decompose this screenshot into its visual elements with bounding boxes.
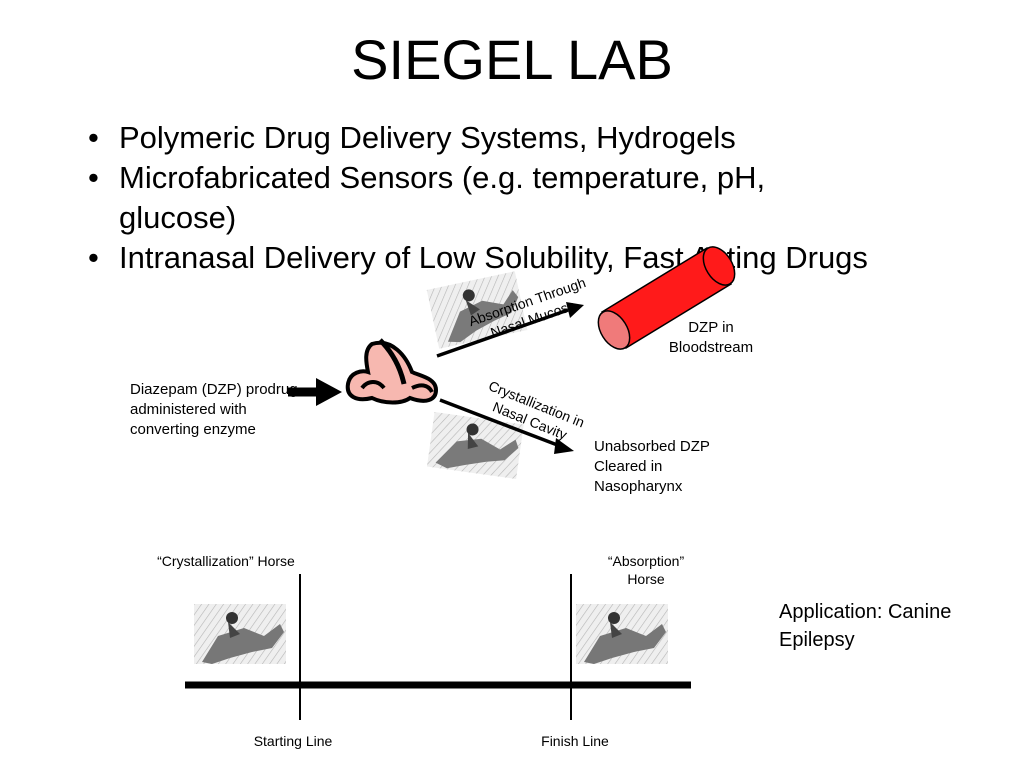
horse-jockey-image <box>576 604 668 664</box>
horse-jockey-image <box>426 271 528 349</box>
race-track <box>185 574 691 720</box>
nose-icon <box>345 338 439 405</box>
arrow-icon <box>288 378 342 406</box>
bullet-item: Intranasal Delivery of Low Solubility, F… <box>88 238 988 278</box>
cleared-label: Unabsorbed DZP Cleared in Nasopharynx <box>594 438 710 495</box>
bullet-item: Polymeric Drug Delivery Systems, Hydroge… <box>88 118 988 158</box>
starting-line-label: Starting Line <box>253 733 333 749</box>
absorption-horse-label: “Absorption” Horse <box>607 553 685 587</box>
blood-vessel-icon <box>597 246 736 350</box>
finish-line-label: Finish Line <box>541 733 609 749</box>
bullet-list: Polymeric Drug Delivery Systems, Hydroge… <box>88 118 988 278</box>
crystallization-arrow <box>439 398 574 454</box>
bullet-item: Microfabricated Sensors (e.g. temperatur… <box>88 158 859 238</box>
input-label: Diazepam (DZP) prodrug administered with… <box>130 381 298 438</box>
horse-jockey-image <box>194 604 286 664</box>
slide-title: SIEGEL LAB <box>351 28 673 91</box>
horse-jockey-image <box>426 412 524 480</box>
application-label: Application: Canine Epilepsy <box>779 601 952 651</box>
crystallization-horse-label: “Crystallization” Horse <box>157 553 295 569</box>
bloodstream-label: DZP in Bloodstream <box>668 319 754 356</box>
absorption-arrow <box>436 302 584 358</box>
